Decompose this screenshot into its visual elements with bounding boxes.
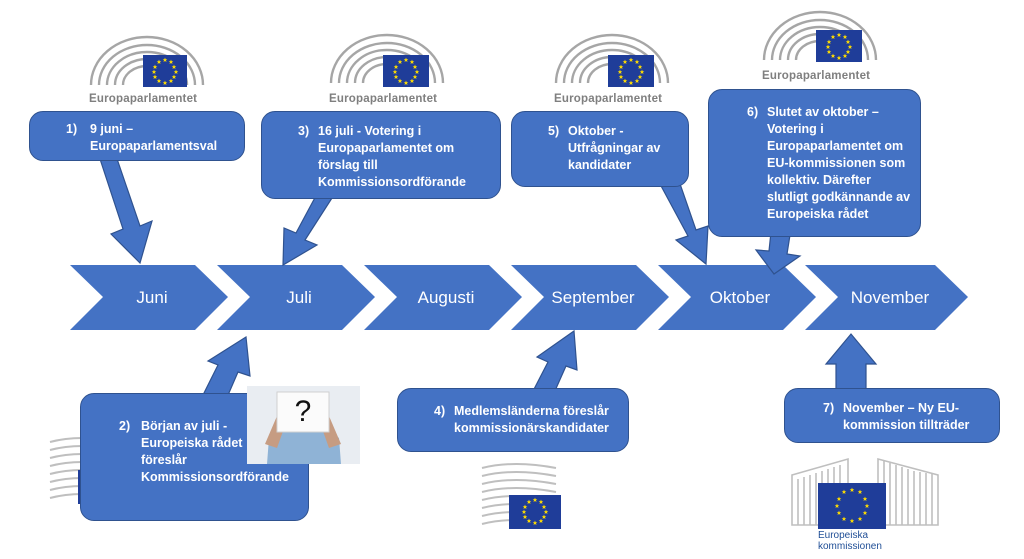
commission-label-line: Europeiska <box>818 530 869 541</box>
event-line: kommission tillträder <box>843 418 970 432</box>
commission-label: Europeiska kommissionen <box>818 530 882 552</box>
event-box-1: 1) 9 juni – Europaparlamentsval <box>29 111 245 161</box>
event-line: Europeiska rådet <box>141 436 243 450</box>
event-line: Oktober - <box>568 124 624 138</box>
month-chevrons <box>70 265 968 330</box>
parliament-label: Europaparlamentet <box>89 93 198 105</box>
parliament-logo <box>554 33 670 87</box>
arrow-down-icon <box>754 231 802 275</box>
parliament-logo <box>762 10 878 62</box>
chevron-oktober <box>658 265 816 330</box>
event-text: November – Ny EU- kommission tillträder <box>843 400 969 434</box>
event-number: 6) <box>747 105 759 119</box>
event-line: November – Ny EU- <box>843 401 960 415</box>
event-number: 4) <box>434 404 446 418</box>
event-text: Slutet av oktober – Votering i Europapar… <box>767 104 910 223</box>
parliament-label: Europaparlamentet <box>554 93 663 105</box>
event-line: Början av juli - <box>141 419 228 433</box>
event-text: 9 juni – Europaparlamentsval <box>90 121 217 155</box>
event-box-3: 3) 16 juli - Votering i Europaparlamente… <box>261 111 501 199</box>
arrow-down-icon <box>282 191 333 267</box>
event-line: kommissionärskandidater <box>454 421 609 435</box>
event-line: Medlemsländerna föreslår <box>454 404 609 418</box>
event-line: Europaparlamentet om <box>318 141 455 155</box>
parliament-logo <box>329 33 445 87</box>
chevron-november <box>805 265 968 330</box>
event-box-6: 6) Slutet av oktober – Votering i Europa… <box>708 89 921 237</box>
arrow-down-icon <box>89 149 153 265</box>
event-line: Utfrågningar av <box>568 141 661 155</box>
event-line: Europaparlamentsval <box>90 139 218 153</box>
event-number: 1) <box>66 122 78 136</box>
event-number: 5) <box>548 124 560 138</box>
arrow-down-icon <box>659 177 709 266</box>
month-label: November <box>851 288 930 307</box>
event-number: 3) <box>298 124 310 138</box>
event-line: Slutet av oktober – <box>767 105 879 119</box>
event-box-4: 4) Medlemsländerna föreslår kommissionär… <box>397 388 629 452</box>
event-line: Kommissionsordförande <box>141 470 289 484</box>
chevron-juli <box>217 265 375 330</box>
event-number: 2) <box>119 419 131 433</box>
commission-label-line: kommissionen <box>818 541 882 552</box>
council-logo <box>481 463 561 529</box>
event-line: föreslår <box>141 453 187 467</box>
month-labels: Juni Juli Augusti September Oktober Nove… <box>136 288 929 307</box>
question-person-photo: ? <box>247 386 360 464</box>
person-icon <box>247 386 360 464</box>
event-line: kollektiv. Därefter <box>767 173 871 187</box>
event-text: Medlemsländerna föreslår kommissionärska… <box>454 403 609 437</box>
month-label: Juli <box>286 288 312 307</box>
parliament-label: Europaparlamentet <box>329 93 438 105</box>
commission-logo <box>791 457 939 529</box>
month-label: Juni <box>136 288 167 307</box>
arrow-up-icon <box>824 333 878 391</box>
event-line: slutligt godkännande av <box>767 190 911 204</box>
event-line: Votering i <box>767 122 824 136</box>
month-label: Oktober <box>710 288 771 307</box>
event-text: Början av juli - Europeiska rådet föresl… <box>141 418 289 486</box>
event-line: Kommissionsordförande <box>318 175 466 189</box>
event-line: EU-kommissionen som <box>767 156 906 170</box>
month-label: September <box>551 288 634 307</box>
question-mark: ? <box>294 395 312 428</box>
event-box-7: 7) November – Ny EU- kommission tillträd… <box>784 388 1000 443</box>
event-line: förslag till <box>318 158 378 172</box>
parliament-logo <box>89 35 205 87</box>
month-label: Augusti <box>418 288 475 307</box>
chevron-augusti <box>364 265 522 330</box>
event-number: 7) <box>823 401 835 415</box>
event-line: 16 juli - Votering i <box>318 124 422 138</box>
arrows <box>89 149 878 403</box>
event-text: Oktober - Utfrågningar av kandidater <box>568 123 660 174</box>
event-text: 16 juli - Votering i Europaparlamentet o… <box>318 123 466 191</box>
chevron-juni <box>70 265 228 330</box>
parliament-label: Europaparlamentet <box>762 70 871 82</box>
event-box-5: 5) Oktober - Utfrågningar av kandidater <box>511 111 689 187</box>
chevron-september <box>511 265 669 330</box>
event-line: Europeiska rådet <box>767 207 869 221</box>
event-line: Europaparlamentet om <box>767 139 904 153</box>
event-line: 9 juni – <box>90 122 134 136</box>
event-line: kandidater <box>568 158 632 172</box>
